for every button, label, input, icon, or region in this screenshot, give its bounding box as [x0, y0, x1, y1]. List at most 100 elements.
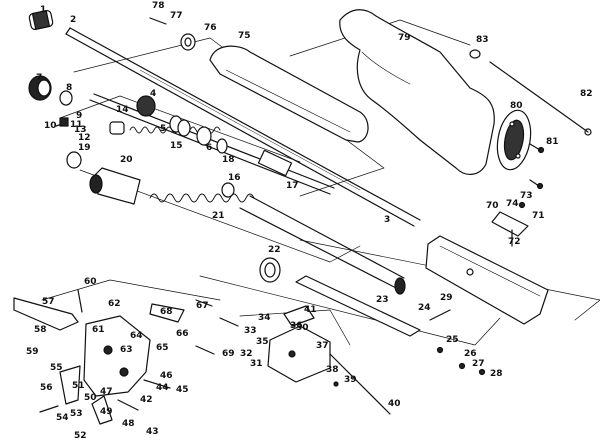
part-label-57: 57	[42, 297, 55, 307]
part-label-9: 9	[76, 111, 82, 121]
part-label-60: 60	[84, 277, 97, 287]
part-label-78: 78	[152, 1, 165, 11]
part-label-25: 25	[446, 335, 459, 345]
part-label-48: 48	[122, 419, 135, 429]
part-label-44: 44	[156, 383, 169, 393]
part-17-bracket	[257, 149, 293, 177]
part-75-forend	[209, 45, 369, 143]
part-label-43: 43	[146, 427, 159, 437]
part-label-42: 42	[140, 395, 153, 405]
part-label-34: 34	[258, 313, 271, 323]
part-5-ring-b	[177, 119, 191, 137]
part-label-10: 10	[44, 121, 57, 131]
part-label-38: 38	[326, 365, 339, 375]
part-14-bushing	[109, 121, 125, 135]
part-label-2: 2	[70, 15, 76, 25]
part-label-39: 39	[344, 375, 357, 385]
part-label-36: 36	[290, 321, 303, 331]
part-76-sleeve-hole	[184, 37, 192, 47]
leader-lines	[41, 19, 600, 346]
part-label-4: 4	[150, 89, 156, 99]
part-label-81: 81	[546, 137, 559, 147]
part-label-46: 46	[160, 371, 173, 381]
part-22-clamp	[259, 257, 281, 283]
part-label-13: 13	[74, 125, 87, 135]
part-label-27: 27	[472, 359, 485, 369]
part-9-magazine-tube	[89, 93, 335, 195]
part-label-45: 45	[176, 385, 189, 395]
part-label-7: 7	[36, 73, 42, 83]
part-label-68: 68	[160, 307, 173, 317]
part-label-67: 67	[196, 301, 209, 311]
receiver-housing	[425, 235, 549, 325]
part-label-63: 63	[120, 345, 133, 355]
part-19-ring	[66, 151, 82, 169]
part-label-74: 74	[506, 199, 519, 209]
part-label-73: 73	[520, 191, 533, 201]
part-label-8: 8	[66, 83, 72, 93]
part-21-spring	[149, 193, 255, 203]
part-label-80: 80	[510, 101, 523, 111]
part-label-35: 35	[256, 337, 269, 347]
part-label-58: 58	[34, 325, 47, 335]
part-label-30: 30	[296, 323, 309, 333]
part-81-screws	[529, 143, 545, 190]
part-label-65: 65	[156, 343, 169, 353]
part-82-stock-bolt	[489, 61, 589, 133]
part-7-magazine-cap	[28, 75, 52, 101]
part-76-sleeve	[180, 33, 196, 51]
part-label-3: 3	[384, 215, 390, 225]
part-label-12: 12	[78, 133, 91, 143]
part-label-14: 14	[116, 105, 129, 115]
part-label-62: 62	[108, 299, 121, 309]
small-pins	[333, 309, 486, 387]
part-3-gas-cylinder	[239, 195, 406, 295]
part-label-71: 71	[532, 211, 545, 221]
part-16-bushing	[221, 182, 235, 198]
part-label-37: 37	[316, 341, 329, 351]
part-79-buttstock	[339, 9, 495, 175]
part-78-pin	[149, 17, 167, 25]
part-label-15: 15	[170, 141, 183, 151]
part-label-20: 20	[120, 155, 133, 165]
part-label-76: 76	[204, 23, 217, 33]
part-label-32: 32	[240, 349, 253, 359]
part-label-26: 26	[464, 349, 477, 359]
part-label-5: 5	[160, 124, 166, 134]
part-label-55: 55	[50, 363, 63, 373]
part-label-53: 53	[70, 409, 83, 419]
part-label-83: 83	[476, 35, 489, 45]
part-label-6: 6	[206, 143, 212, 153]
part-label-59: 59	[26, 347, 39, 357]
part-4-ring	[136, 95, 156, 117]
part-label-64: 64	[130, 331, 143, 341]
part-1-barrel-cap	[28, 10, 54, 30]
part-label-49: 49	[100, 407, 113, 417]
bolt-carrier	[267, 305, 391, 415]
part-20-piston	[89, 167, 141, 205]
part-label-72: 72	[508, 237, 521, 247]
part-22-clamp-hole	[264, 262, 276, 278]
part-label-54: 54	[56, 413, 69, 423]
part-10-11-detent	[55, 117, 69, 127]
part-73-pin	[518, 201, 526, 209]
part-label-24: 24	[418, 303, 431, 313]
part-23-rail	[295, 275, 421, 337]
part-label-28: 28	[490, 369, 503, 379]
part-label-21: 21	[212, 211, 225, 221]
part-83-washer	[469, 49, 481, 59]
part-2-barrel	[65, 27, 421, 227]
part-label-40: 40	[388, 399, 401, 409]
part-82-stock-bolt-end	[584, 128, 592, 136]
part-label-23: 23	[376, 295, 389, 305]
part-label-61: 61	[92, 325, 105, 335]
part-label-31: 31	[250, 359, 263, 369]
part-label-16: 16	[228, 173, 241, 183]
part-6-ring	[196, 126, 212, 146]
part-label-1: 1	[40, 5, 46, 15]
part-label-77: 77	[170, 11, 183, 21]
part-label-19: 19	[78, 143, 91, 153]
